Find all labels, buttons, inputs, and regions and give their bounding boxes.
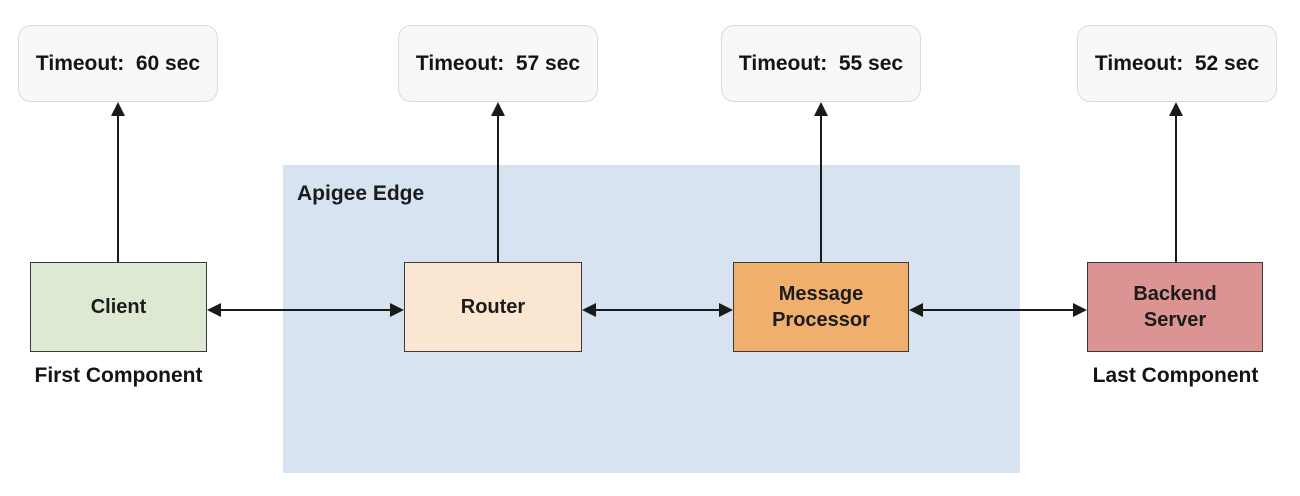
apigee-edge-container: Apigee Edge <box>283 165 1020 473</box>
timeout-badge-client-text: Timeout: 60 sec <box>35 51 201 75</box>
arrow-right-head-icon <box>719 303 733 317</box>
component-backend-server-label: Backend Server <box>1133 283 1217 331</box>
arrow-right-head-icon <box>390 303 404 317</box>
timeout-badge-backend-server-text: Timeout: 52 sec <box>1094 51 1260 75</box>
arrow-backend-server-to-timeout <box>1169 102 1183 262</box>
arrow-left-head-icon <box>582 303 596 317</box>
arrow-message-processor-backend-server <box>909 302 1087 318</box>
arrow-up-head-icon <box>491 102 505 116</box>
arrow-line <box>217 309 394 311</box>
arrow-line <box>592 309 723 311</box>
timeout-badge-message-processor: Timeout: 55 sec <box>721 25 921 102</box>
component-backend-server: Backend Server <box>1087 262 1263 352</box>
component-client: Client <box>30 262 207 352</box>
arrow-message-processor-to-timeout <box>814 102 828 262</box>
arrow-client-router <box>207 302 404 318</box>
arrow-line <box>1175 112 1177 262</box>
arrow-line <box>820 112 822 262</box>
arrow-up-head-icon <box>814 102 828 116</box>
component-router: Router <box>404 262 582 352</box>
timeout-badge-router-text: Timeout: 57 sec <box>415 51 581 75</box>
arrow-line <box>919 309 1077 311</box>
timeout-badge-router: Timeout: 57 sec <box>398 25 598 102</box>
arrow-left-head-icon <box>207 303 221 317</box>
timeout-badge-client: Timeout: 60 sec <box>18 25 218 102</box>
arrow-line <box>497 112 499 262</box>
arrow-router-to-timeout <box>491 102 505 262</box>
caption-last-component: Last Component <box>1092 364 1259 387</box>
arrow-up-head-icon <box>1169 102 1183 116</box>
apigee-edge-label: Apigee Edge <box>297 182 425 205</box>
arrow-router-message-processor <box>582 302 733 318</box>
component-message-processor: Message Processor <box>733 262 909 352</box>
timeout-badge-backend-server: Timeout: 52 sec <box>1077 25 1277 102</box>
component-client-label: Client <box>90 296 147 318</box>
arrow-left-head-icon <box>909 303 923 317</box>
timeout-badge-message-processor-text: Timeout: 55 sec <box>738 51 904 75</box>
component-router-label: Router <box>460 296 526 318</box>
arrow-up-head-icon <box>111 102 125 116</box>
caption-first-component: First Component <box>34 364 203 387</box>
arrow-client-to-timeout <box>111 102 125 262</box>
arrow-right-head-icon <box>1073 303 1087 317</box>
arrow-line <box>117 112 119 262</box>
component-message-processor-label: Message Processor <box>772 283 870 331</box>
